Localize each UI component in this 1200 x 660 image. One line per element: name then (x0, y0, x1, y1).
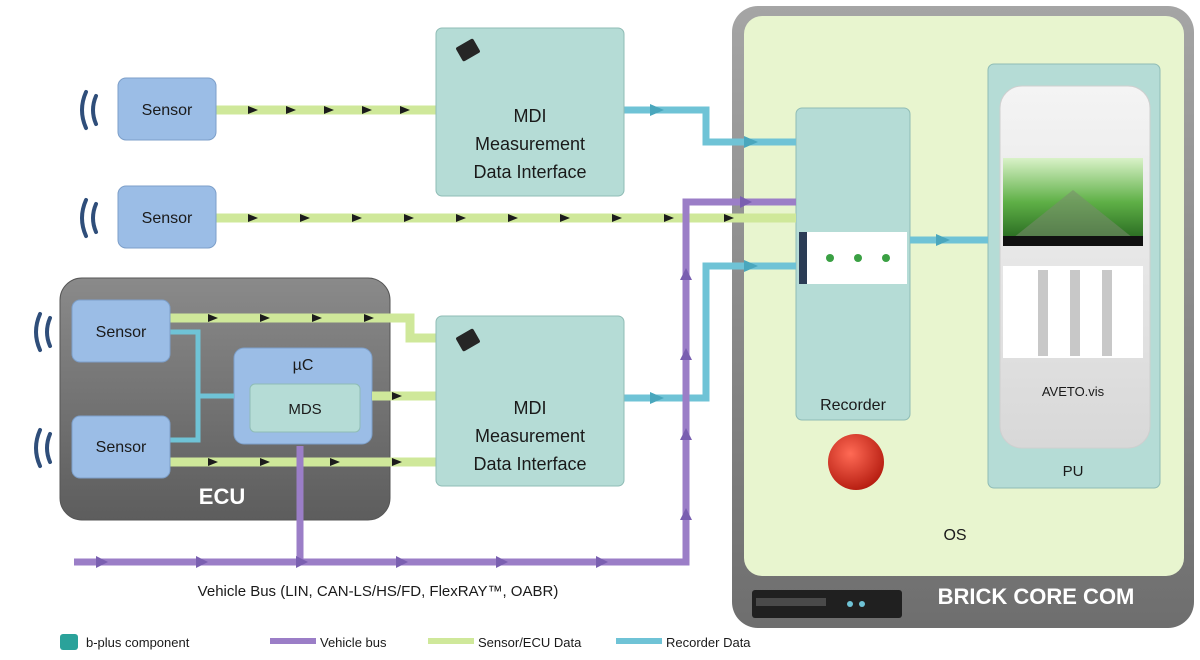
sensor-label: Sensor (96, 324, 147, 341)
brick-device-image (752, 590, 902, 618)
recorder-label: Recorder (820, 397, 886, 414)
pu-block: AVETO.vis PU (987, 63, 1161, 489)
mdi-top-box (435, 27, 625, 197)
mdi-bottom-subtitle-2: Data Interface (473, 454, 586, 474)
signal-wave-icon (80, 198, 98, 238)
pu-label: PU (1063, 463, 1084, 480)
legend: b-plus component Vehicle bus Sensor/ECU … (60, 634, 751, 650)
os-label: OS (943, 527, 966, 544)
mdi-bottom-box (435, 315, 625, 487)
signal-wave-icon (34, 428, 52, 468)
recorder-led-icon (882, 254, 890, 262)
signal-wave-icon (34, 312, 52, 352)
signal-wave-icons (34, 90, 98, 468)
mdi-bottom-title: MDI (514, 398, 547, 418)
bus-arrows (96, 196, 752, 568)
legend-vehicle-bus-swatch (270, 638, 316, 644)
mdi-device-icon (456, 38, 480, 62)
aveto-vis-label: AVETO.vis (1042, 384, 1105, 399)
legend-sensor-data-label: Sensor/ECU Data (478, 635, 582, 650)
uc-label: µC (293, 357, 314, 374)
legend-recorder-data-label: Recorder Data (666, 635, 751, 650)
mdi-top-block: MDI Measurement Data Interface (435, 27, 625, 197)
mdi-device-icon (456, 328, 480, 352)
sensor-box (71, 299, 171, 363)
sensor-label: Sensor (96, 439, 147, 456)
recorder-led-icon (854, 254, 862, 262)
mds-box (249, 383, 361, 433)
ecu-internal-links (170, 329, 234, 443)
sensor-label: Sensor (142, 102, 193, 119)
sensor-box (117, 185, 217, 249)
sensor-2: Sensor (117, 185, 217, 249)
sensor-box (71, 415, 171, 479)
mdi-top-title: MDI (514, 106, 547, 126)
mds-label: MDS (288, 401, 321, 418)
record-button[interactable] (828, 434, 884, 490)
recorder-block: Recorder (795, 107, 911, 421)
flow-arrows (208, 106, 734, 466)
brick-title: BRICK CORE COM (938, 584, 1135, 609)
legend-sensor-data-swatch (428, 638, 474, 644)
signal-graph-image (1003, 266, 1143, 358)
legend-vehicle-bus-label: Vehicle bus (320, 635, 387, 650)
recorder-screen-bar (799, 232, 807, 284)
sensor-3: Sensor (71, 299, 171, 363)
sensor-box (117, 77, 217, 141)
mdi-bottom-block: MDI Measurement Data Interface (435, 315, 625, 487)
legend-bplus-swatch (60, 634, 78, 650)
mdi-bottom-subtitle: Measurement (475, 426, 585, 446)
mdi-top-subtitle-2: Data Interface (473, 162, 586, 182)
legend-recorder-data-swatch (616, 638, 662, 644)
recorder-screen (799, 232, 907, 284)
sensor-1: Sensor (117, 77, 217, 141)
recorder-arrows (650, 104, 950, 404)
sensor-4: Sensor (71, 415, 171, 479)
vehicle-bus-caption: Vehicle Bus (LIN, CAN-LS/HS/FD, FlexRAY™… (198, 583, 559, 600)
legend-bplus-label: b-plus component (86, 635, 190, 650)
signal-wave-icon (80, 90, 98, 130)
mdi-top-subtitle: Measurement (475, 134, 585, 154)
sensor-label: Sensor (142, 210, 193, 227)
ecu-label: ECU (199, 484, 245, 509)
recorder-led-icon (826, 254, 834, 262)
